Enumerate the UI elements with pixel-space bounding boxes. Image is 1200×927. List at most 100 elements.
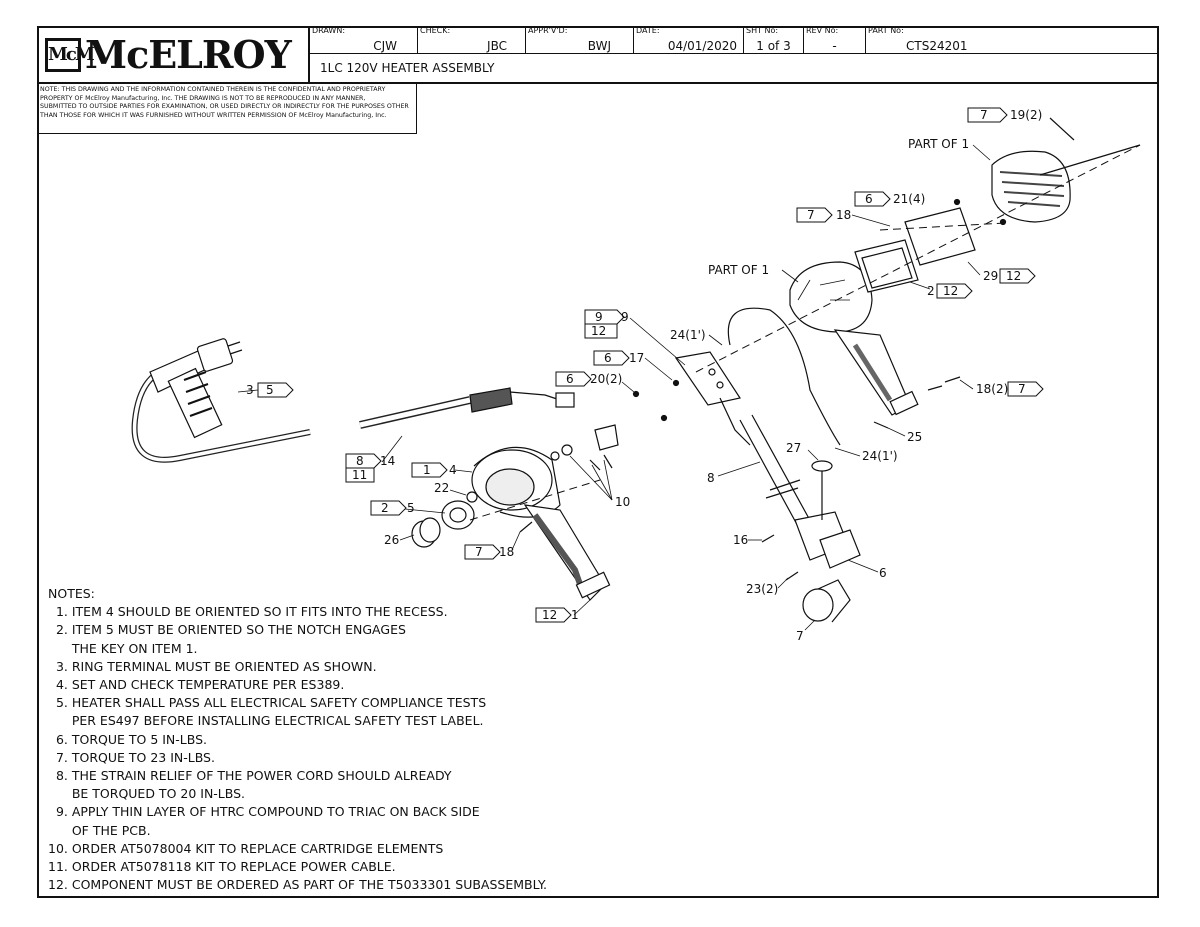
- callout-3: 3: [246, 383, 254, 397]
- screw-20a: [632, 390, 640, 398]
- rev-label: REV No:: [806, 26, 839, 35]
- rear-housing: [789, 261, 919, 416]
- flag-box-5: [257, 382, 294, 398]
- heater-plate: [854, 239, 919, 293]
- callout-6: 6: [879, 566, 887, 580]
- screw-21b: [999, 218, 1007, 226]
- note-item: 1. ITEM 4 SHOULD BE ORIENTED SO IT FITS …: [48, 604, 448, 620]
- callout-24b: 24(1'): [862, 449, 898, 463]
- callout-25: 25: [907, 430, 922, 444]
- date-label: DATE:: [636, 26, 660, 35]
- screw-18a: [927, 385, 943, 391]
- screw-18: [519, 521, 533, 533]
- flag-box-12b: [936, 283, 973, 299]
- callout-box-6c: 6: [566, 372, 574, 386]
- rod-19: [1049, 117, 1075, 141]
- screw-23: [785, 571, 799, 581]
- callout-8: 8: [707, 471, 715, 485]
- callout-box-7d: 7: [475, 545, 483, 559]
- part-value: CTS24201: [906, 39, 968, 53]
- callout-box-8: 8: [356, 454, 364, 468]
- callout-box-12a: 12: [1006, 269, 1021, 283]
- notes-header: NOTES:: [48, 586, 95, 601]
- cable-connector: [555, 392, 575, 408]
- callout-10: 10: [615, 495, 630, 509]
- flag-box-12c: [584, 323, 618, 339]
- apprvd-label: APPR'V'D:: [528, 26, 568, 35]
- callout-27: 27: [786, 441, 801, 455]
- sheet-cell: SHT No: 1 of 3: [744, 26, 804, 54]
- note-item: THE KEY ON ITEM 1.: [48, 640, 198, 656]
- callout-20: 20(2): [590, 372, 622, 386]
- keyed-ring: [441, 500, 475, 530]
- callout-18c: 18: [499, 545, 514, 559]
- heater-body-front: [471, 446, 611, 601]
- sheet-label: SHT No:: [746, 26, 779, 35]
- callout-box-9: 9: [595, 310, 603, 324]
- note-item: 2. ITEM 5 MUST BE ORIENTED SO THE NOTCH …: [48, 622, 406, 638]
- callout-part-of-1-top: PART OF 1: [908, 137, 969, 151]
- note-item: 9. APPLY THIN LAYER OF HTRC COMPOUND TO …: [48, 804, 480, 820]
- heater-base: [794, 511, 861, 569]
- callout-9: 9: [621, 310, 629, 324]
- note-line: THAN THOSE FOR WHICH IT WAS FURNISHED WI…: [40, 111, 387, 119]
- callout-box-1: 1: [423, 463, 431, 477]
- callout-22: 22: [434, 481, 449, 495]
- check-cell: CHECK: JBC: [418, 26, 526, 54]
- flag-box-11: [345, 467, 375, 483]
- callout-17: 17: [629, 351, 644, 365]
- drawn-value: CJW: [373, 39, 397, 53]
- note-line: SUBMITTED TO OUTSIDE PARTIES FOR EXAMINA…: [40, 103, 409, 111]
- screw-17: [672, 379, 680, 387]
- callout-5: 5: [407, 501, 415, 515]
- note-line: PROPERTY OF McElroy Manufacturing, Inc. …: [40, 94, 366, 102]
- note-item: BE TORQUED TO 20 IN-LBS.: [48, 786, 246, 802]
- callout-box-7c: 7: [1018, 382, 1026, 396]
- pin-27: [811, 460, 833, 520]
- callout-19: 19(2): [1010, 108, 1042, 122]
- note-item: 4. SET AND CHECK TEMPERATURE PER ES389.: [48, 677, 345, 693]
- note-line: NOTE: THIS DRAWING AND THE INFORMATION C…: [40, 86, 386, 93]
- logo-mark: McM: [45, 38, 95, 72]
- strain-relief: [469, 387, 561, 413]
- callout-18a: 18: [836, 208, 851, 222]
- part-label: PART No:: [868, 26, 904, 35]
- notes-section: NOTES: 1. ITEM 4 SHOULD BE ORIENTED SO I…: [48, 585, 547, 894]
- confidential-note: NOTE: THIS DRAWING AND THE INFORMATION C…: [37, 84, 417, 134]
- callout-4: 4: [449, 463, 457, 477]
- logo-name: McELROY: [85, 32, 292, 77]
- flag-box-6c: [555, 371, 592, 387]
- callout-2b: 2: [927, 284, 935, 298]
- note-item: 5. HEATER SHALL PASS ALL ELECTRICAL SAFE…: [48, 695, 487, 711]
- rev-cell: REV No: -: [804, 26, 866, 54]
- sheet-value: 1 of 3: [756, 39, 791, 53]
- flag-box-1: [411, 462, 448, 478]
- callout-box-12b: 12: [943, 284, 958, 298]
- callout-box-11: 11: [352, 468, 367, 482]
- callout-26: 26: [384, 533, 399, 547]
- drawn-label: DRAWN:: [312, 26, 346, 35]
- callout-7: 7: [796, 629, 804, 643]
- note-item: OF THE PCB.: [48, 822, 151, 838]
- wire-24: [727, 307, 841, 446]
- note-item: 11. ORDER AT5078118 KIT TO REPLACE POWER…: [48, 859, 396, 875]
- pin-25: [873, 421, 889, 429]
- rod-long: [1039, 144, 1141, 176]
- callout-14: 14: [380, 454, 395, 468]
- check-value: JBC: [487, 39, 507, 53]
- note-item: 3. RING TERMINAL MUST BE ORIENTED AS SHO…: [48, 658, 377, 674]
- heater-stem: [739, 414, 813, 531]
- callout-box-6b: 6: [604, 351, 612, 365]
- note-item: 6. TORQUE TO 5 IN-LBS.: [48, 731, 208, 747]
- flag-box-7d: [464, 544, 501, 560]
- callout-29: 29: [983, 269, 998, 283]
- rev-value: -: [832, 39, 837, 53]
- screw-21a: [953, 198, 961, 206]
- flag-box-9: [584, 309, 625, 325]
- flag-box-2: [370, 500, 407, 516]
- flag-box-12d: [535, 607, 572, 623]
- screw-16: [761, 534, 775, 543]
- date-value: 04/01/2020: [667, 39, 737, 53]
- note-item: 7. TORQUE TO 23 IN-LBS.: [48, 749, 215, 765]
